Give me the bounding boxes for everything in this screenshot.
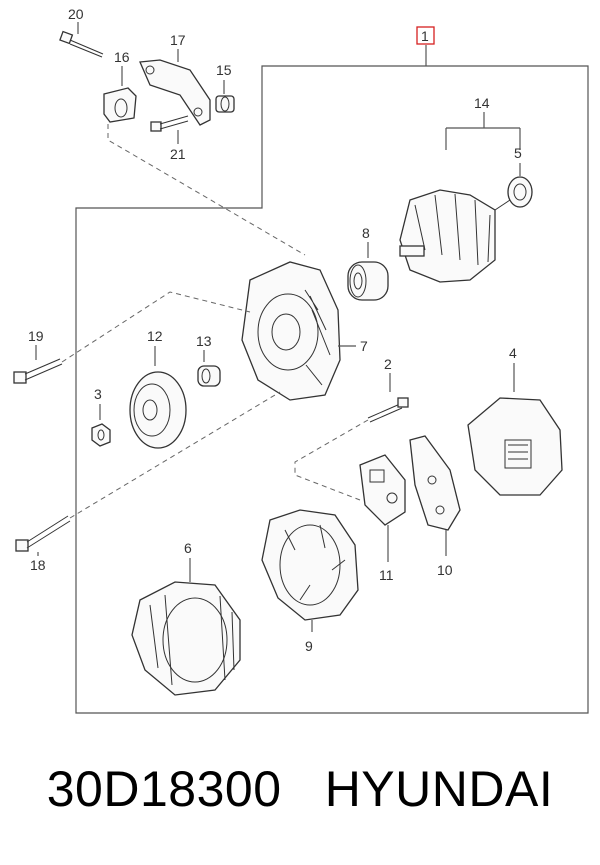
- bracket-17: [139, 59, 211, 126]
- bolt-20: [59, 30, 104, 58]
- callout-2: 2: [384, 356, 392, 372]
- regulator-11: [359, 454, 406, 526]
- callout-15: 15: [216, 62, 232, 78]
- spacer-15: [215, 95, 235, 113]
- part-number: 30D18300: [46, 761, 282, 817]
- callout-6: 6: [184, 540, 192, 556]
- callout-9: 9: [305, 638, 313, 654]
- nut-3: [91, 423, 111, 447]
- callout-20: 20: [68, 6, 84, 22]
- callout-5: 5: [514, 145, 522, 161]
- exploded-parts-diagram: 1 20 16 17 15 21 14: [13, 6, 589, 714]
- callout-14: 14: [474, 95, 490, 111]
- callout-13: 13: [196, 333, 212, 349]
- bolt-19: [13, 358, 63, 384]
- callout-4: 4: [509, 345, 517, 361]
- callout-11: 11: [379, 567, 394, 583]
- spacer-13: [197, 365, 221, 387]
- callout-3: 3: [94, 386, 102, 402]
- callout-1-box: [416, 26, 435, 45]
- bolt-18: [15, 515, 71, 552]
- stator-6: [131, 581, 241, 696]
- bearing-8: [347, 261, 389, 301]
- callout-19: 19: [28, 328, 44, 344]
- bolt-2: [367, 397, 409, 423]
- front-housing-7: [241, 261, 341, 401]
- rectifier-10: [409, 435, 461, 531]
- part-number-caption: 30D18300 HYUNDAI: [0, 760, 600, 818]
- callout-1: 1: [421, 28, 429, 44]
- bushing-16: [103, 87, 137, 123]
- rotor-14: [399, 189, 511, 283]
- assembly-frame: [75, 65, 589, 714]
- rear-housing-9: [261, 509, 359, 621]
- pulley-12: [129, 371, 187, 449]
- bolt-21: [150, 115, 189, 132]
- callout-16: 16: [114, 49, 130, 65]
- bearing-5: [507, 176, 533, 208]
- rear-cover-4: [467, 397, 563, 496]
- callout-21: 21: [170, 146, 186, 162]
- callout-12: 12: [147, 328, 163, 344]
- callout-10: 10: [437, 562, 453, 578]
- callout-18: 18: [30, 557, 46, 573]
- callout-8: 8: [362, 225, 370, 241]
- callout-7: 7: [360, 338, 368, 354]
- brand-name: HYUNDAI: [324, 761, 554, 817]
- callout-17: 17: [170, 32, 186, 48]
